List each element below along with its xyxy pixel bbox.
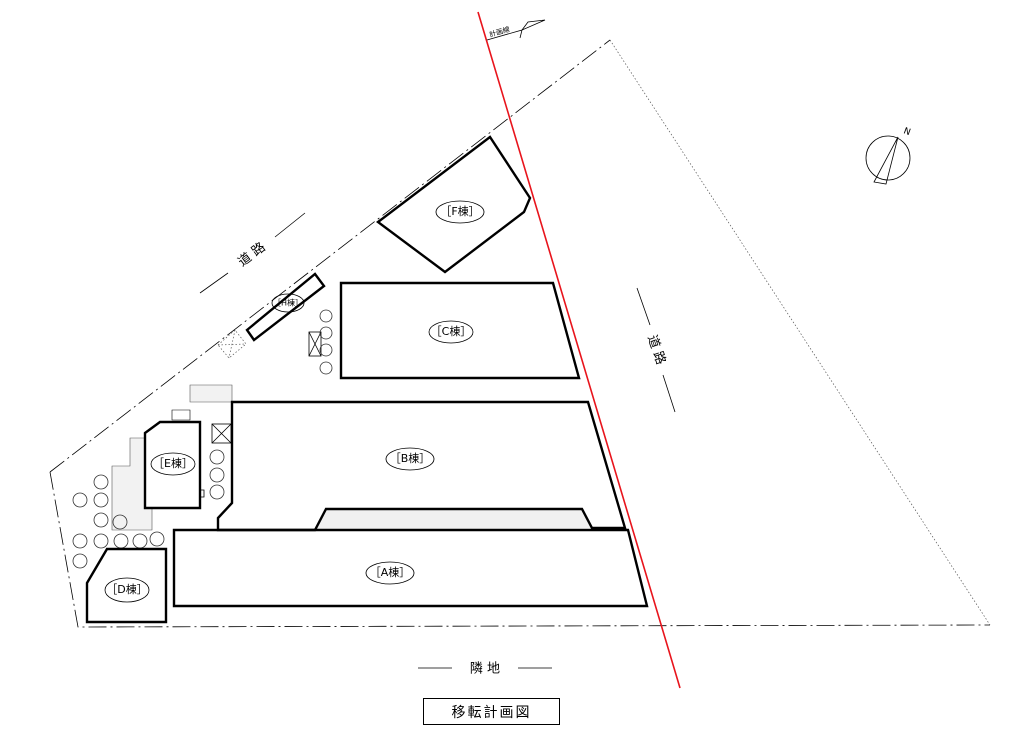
building-h bbox=[245, 272, 326, 342]
label-building-b: ［B棟］ bbox=[390, 451, 431, 465]
label-building-d: ［D棟］ bbox=[106, 582, 147, 596]
label-building-a: ［A棟］ bbox=[370, 565, 411, 579]
drawing-title: 移転計画図 bbox=[423, 698, 560, 725]
label-building-e: ［E棟］ bbox=[153, 456, 193, 470]
road-label-northwest: 道 路 bbox=[235, 239, 269, 270]
label-building-h: ［H棟］ bbox=[273, 298, 303, 308]
label-ellipses bbox=[104, 200, 485, 603]
trees bbox=[72, 309, 333, 569]
building-e bbox=[143, 420, 202, 510]
neighbor-land: 隣 地 bbox=[418, 661, 552, 677]
building-d bbox=[85, 547, 168, 624]
building-c bbox=[339, 281, 581, 380]
building-a bbox=[172, 528, 649, 608]
plan-line bbox=[477, 11, 681, 689]
road-label-east: 道 路 bbox=[644, 333, 669, 367]
neighbor-label: 隣 地 bbox=[470, 661, 500, 677]
label-building-c: ［C棟］ bbox=[431, 324, 472, 338]
road-east: 道 路 bbox=[636, 287, 676, 413]
site-boundary bbox=[49, 39, 991, 628]
road-northwest: 道 路 bbox=[199, 212, 306, 294]
building-b bbox=[216, 400, 627, 532]
north-label: N bbox=[902, 126, 912, 138]
building-f bbox=[376, 135, 532, 274]
plan-line-marker: 計画線 bbox=[486, 19, 546, 41]
north-arrow-icon: N bbox=[865, 126, 912, 185]
label-building-f: ［F棟］ bbox=[440, 204, 479, 218]
paved-areas bbox=[111, 329, 592, 531]
